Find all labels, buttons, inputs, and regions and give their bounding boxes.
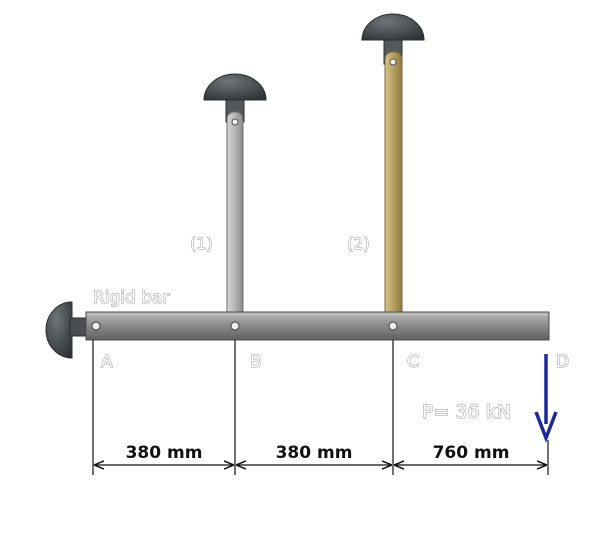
pin-a <box>91 321 101 331</box>
rigid-bar-label: Rigid bar <box>93 288 169 308</box>
point-b-label: B <box>250 352 262 372</box>
extension-lines <box>92 340 549 475</box>
point-d-label: D <box>556 352 569 372</box>
dimension-cd-label: 760 mm <box>433 443 510 463</box>
dimension-bc-label: 380 mm <box>276 443 353 463</box>
pin-b <box>230 321 240 331</box>
member-1-link <box>226 111 244 331</box>
point-c-label: C <box>407 352 419 372</box>
load-arrow <box>534 354 558 443</box>
member-2-label: (2) <box>347 234 370 253</box>
load-label: P= 36 kN <box>422 401 511 423</box>
rigid-bar <box>85 311 550 341</box>
member-2-top-pin <box>389 58 397 66</box>
member-1-top-pin <box>231 118 239 126</box>
point-a-label: A <box>101 352 113 372</box>
pin-c <box>388 321 398 331</box>
dimension-ab-label: 380 mm <box>126 443 203 463</box>
member-1-label: (1) <box>190 234 213 253</box>
member-2-link <box>384 51 403 333</box>
